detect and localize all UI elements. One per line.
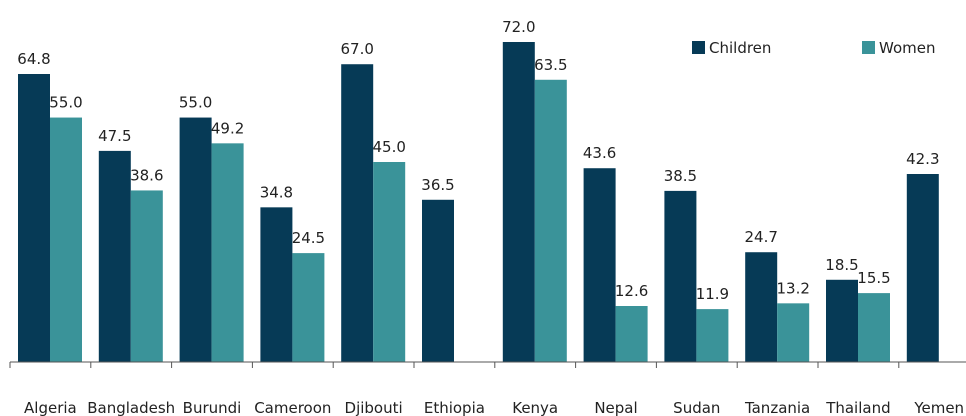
- bar-sudan-women: [696, 309, 729, 362]
- value-label-djibouti-women: 45.0: [372, 138, 405, 156]
- category-label-sudan: Sudan: [673, 399, 720, 416]
- value-label-cameroon-children: 34.8: [260, 183, 293, 201]
- value-label-algeria-women: 55.0: [49, 94, 82, 112]
- legend-label-women: Women: [879, 39, 935, 57]
- category-label-djibouti: Djibouti: [345, 399, 403, 416]
- category-label-thailand: Thailand: [825, 399, 890, 416]
- bar-nepal-children: [583, 168, 616, 362]
- bar-cameroon-women: [292, 253, 325, 362]
- value-label-djibouti-children: 67.0: [340, 40, 373, 58]
- category-label-yemen: Yemen: [913, 399, 964, 416]
- value-label-yemen-children: 42.3: [906, 150, 939, 168]
- bar-ethiopia-children: [422, 199, 454, 362]
- value-label-sudan-children: 38.5: [664, 167, 697, 185]
- category-label-algeria: Algeria: [24, 399, 77, 416]
- value-label-tanzania-children: 24.7: [744, 228, 777, 246]
- value-label-ethiopia-children: 36.5: [421, 176, 454, 194]
- bar-kenya-women: [534, 79, 567, 363]
- value-label-burundi-children: 55.0: [179, 94, 212, 112]
- legend: Children Women: [692, 39, 935, 57]
- category-label-tanzania: Tanzania: [744, 399, 810, 416]
- bar-sudan-children: [664, 190, 697, 362]
- value-label-tanzania-women: 13.2: [776, 279, 809, 297]
- value-label-thailand-children: 18.5: [825, 256, 858, 274]
- value-label-nepal-women: 12.6: [615, 282, 648, 300]
- bar-djibouti-women: [373, 162, 406, 362]
- value-label-nepal-children: 43.6: [583, 144, 616, 162]
- bar-thailand-children: [826, 279, 858, 362]
- value-label-bangladesh-children: 47.5: [98, 127, 131, 145]
- category-label-kenya: Kenya: [512, 399, 558, 416]
- value-labels-layer: 64.8 55.0 47.5 38.6 55.0 49.2 34.8 24.5 67.0 45.0…: [17, 18, 939, 303]
- bar-algeria-children: [18, 74, 50, 362]
- bar-tanzania-women: [777, 303, 810, 362]
- bar-thailand-women: [858, 293, 890, 362]
- bar-burundi-children: [179, 117, 212, 362]
- category-label-nepal: Nepal: [594, 399, 637, 416]
- value-label-thailand-women: 15.5: [857, 269, 890, 287]
- bar-nepal-women: [615, 306, 648, 362]
- bar-kenya-children: [502, 42, 535, 362]
- bar-bangladesh-women: [130, 190, 163, 362]
- bar-yemen-children: [906, 174, 939, 362]
- bars-layer: [18, 42, 939, 363]
- value-label-burundi-women: 49.2: [211, 119, 244, 137]
- bar-djibouti-children: [341, 64, 374, 362]
- category-label-cameroon: Cameroon: [254, 399, 331, 416]
- bar-bangladesh-children: [98, 150, 131, 362]
- legend-label-children: Children: [709, 39, 771, 57]
- bar-burundi-women: [211, 143, 244, 362]
- value-label-bangladesh-women: 38.6: [130, 166, 163, 184]
- value-label-algeria-children: 64.8: [17, 50, 50, 68]
- value-label-cameroon-women: 24.5: [292, 229, 325, 247]
- x-axis-tick-labels: Algeria Bangladesh Burundi Cameroon Djibouti…: [24, 399, 964, 416]
- bar-tanzania-children: [745, 252, 778, 362]
- bar-algeria-women: [50, 117, 82, 362]
- category-label-ethiopia: Ethiopia: [424, 399, 485, 416]
- legend-swatch-children: [692, 41, 705, 54]
- value-label-sudan-women: 11.9: [696, 285, 729, 303]
- category-label-burundi: Burundi: [183, 399, 242, 416]
- value-label-kenya-children: 72.0: [502, 18, 535, 36]
- value-label-kenya-women: 63.5: [534, 56, 567, 74]
- category-label-bangladesh: Bangladesh: [87, 399, 175, 416]
- x-axis-ticks: [9, 362, 900, 368]
- bar-cameroon-children: [260, 207, 293, 362]
- legend-swatch-women: [862, 41, 875, 54]
